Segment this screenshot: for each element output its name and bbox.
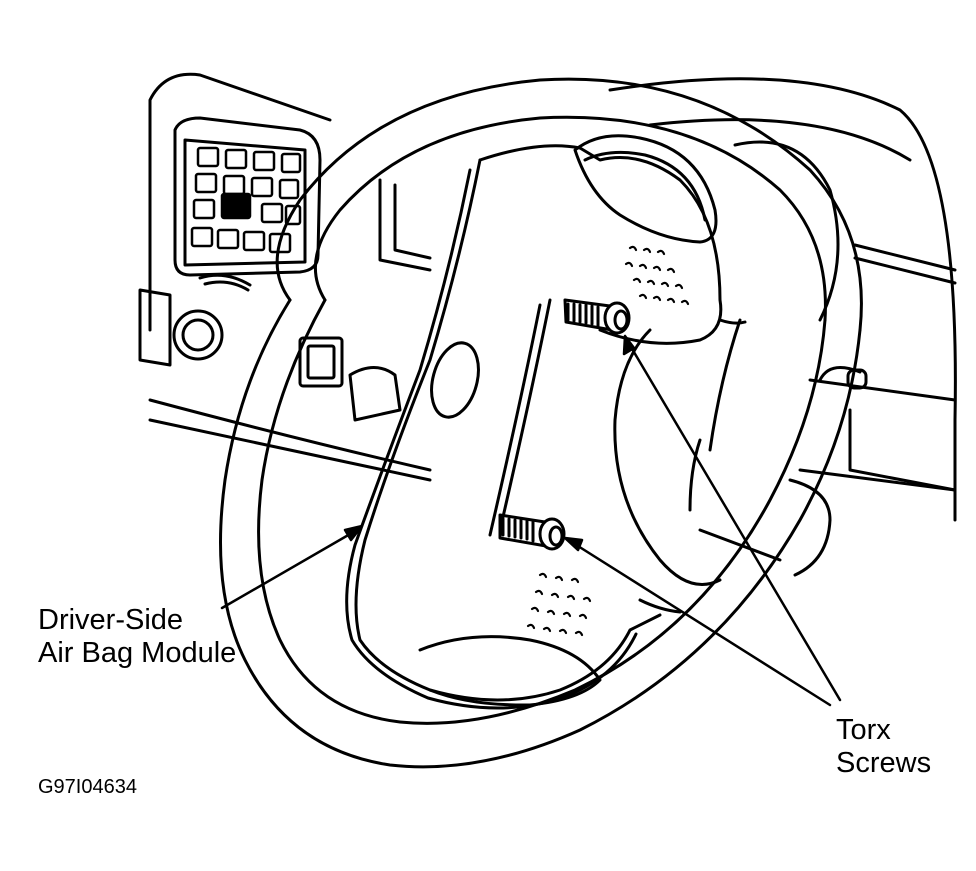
air-bag-label-line2: Air Bag Module [38, 637, 237, 669]
arrowhead-torx-upper [622, 334, 636, 356]
dashboard [138, 72, 957, 522]
torx-screw-lower [498, 513, 566, 551]
air-bag-module [345, 134, 747, 710]
texture-dots-upper [624, 245, 690, 306]
air-bag-label-line1: Driver-Side [38, 604, 184, 636]
air-bag-module-label: Driver-Side Air Bag Module [38, 604, 236, 670]
arrowhead-torx-lower [563, 536, 584, 552]
texture-dots-lower [526, 572, 592, 637]
leader-lines [220, 334, 842, 707]
arrowhead-airbag [343, 524, 364, 542]
torx-label-line2: Screws [836, 747, 932, 779]
torx-screws-label: Torx Screws [836, 714, 931, 780]
figure-code: G97I04634 [38, 776, 137, 798]
leader-torx-upper [626, 340, 842, 702]
steering-column [613, 318, 832, 586]
torx-label-line1: Torx [836, 714, 891, 746]
leader-airbag [220, 528, 359, 610]
leader-torx-lower [568, 539, 832, 707]
torx-screw-upper [563, 298, 631, 335]
air-vent [173, 116, 322, 292]
steering-wheel-rim [219, 77, 863, 769]
dash-controls [172, 178, 432, 422]
